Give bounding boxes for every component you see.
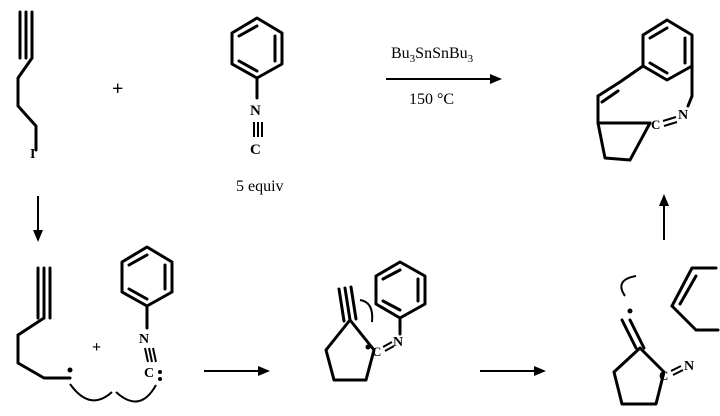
product-quinoline: C N <box>596 18 694 162</box>
plus-sign-2: + <box>92 339 101 356</box>
intermediate-carbon: C <box>372 344 381 359</box>
isocyanide-nitrogen-2: N <box>139 332 149 347</box>
phenyl-isocyanide-2: N C <box>120 245 174 381</box>
intermediate-nitrogen: N <box>393 335 403 350</box>
reagent-label: Bu3SnSnBu3 <box>391 45 474 65</box>
intermediate2-nitrogen: N <box>684 359 694 374</box>
imidoyl-radical-intermediate: C N <box>324 260 427 382</box>
reaction-arrow-top: Bu3SnSnBu3 150 °C <box>386 45 502 108</box>
conditions-label: 150 °C <box>409 91 454 108</box>
iodine-label: I <box>30 147 35 162</box>
curved-arrow-3 <box>359 299 374 323</box>
phenyl-isocyanide: N C <box>230 16 284 158</box>
curved-arrow-4 <box>620 275 637 297</box>
isocyanide-nitrogen: N <box>250 103 261 119</box>
intermediate2-carbon: C <box>659 368 668 383</box>
radical-dot <box>67 367 73 373</box>
isocyanide-carbon-2: C <box>144 366 154 381</box>
iodo-alkyne: I <box>16 10 38 162</box>
product-carbon: C <box>651 117 660 132</box>
curved-arrow-2 <box>115 384 157 403</box>
plus-sign-1: + <box>112 78 123 100</box>
curved-arrow-1 <box>69 383 113 402</box>
isocyanide-carbon: C <box>250 142 261 158</box>
product-nitrogen: N <box>678 108 688 123</box>
equiv-label: 5 equiv <box>236 178 284 195</box>
hexynyl-radical <box>16 266 157 403</box>
vinyl-radical-intermediate: C N <box>612 266 720 406</box>
